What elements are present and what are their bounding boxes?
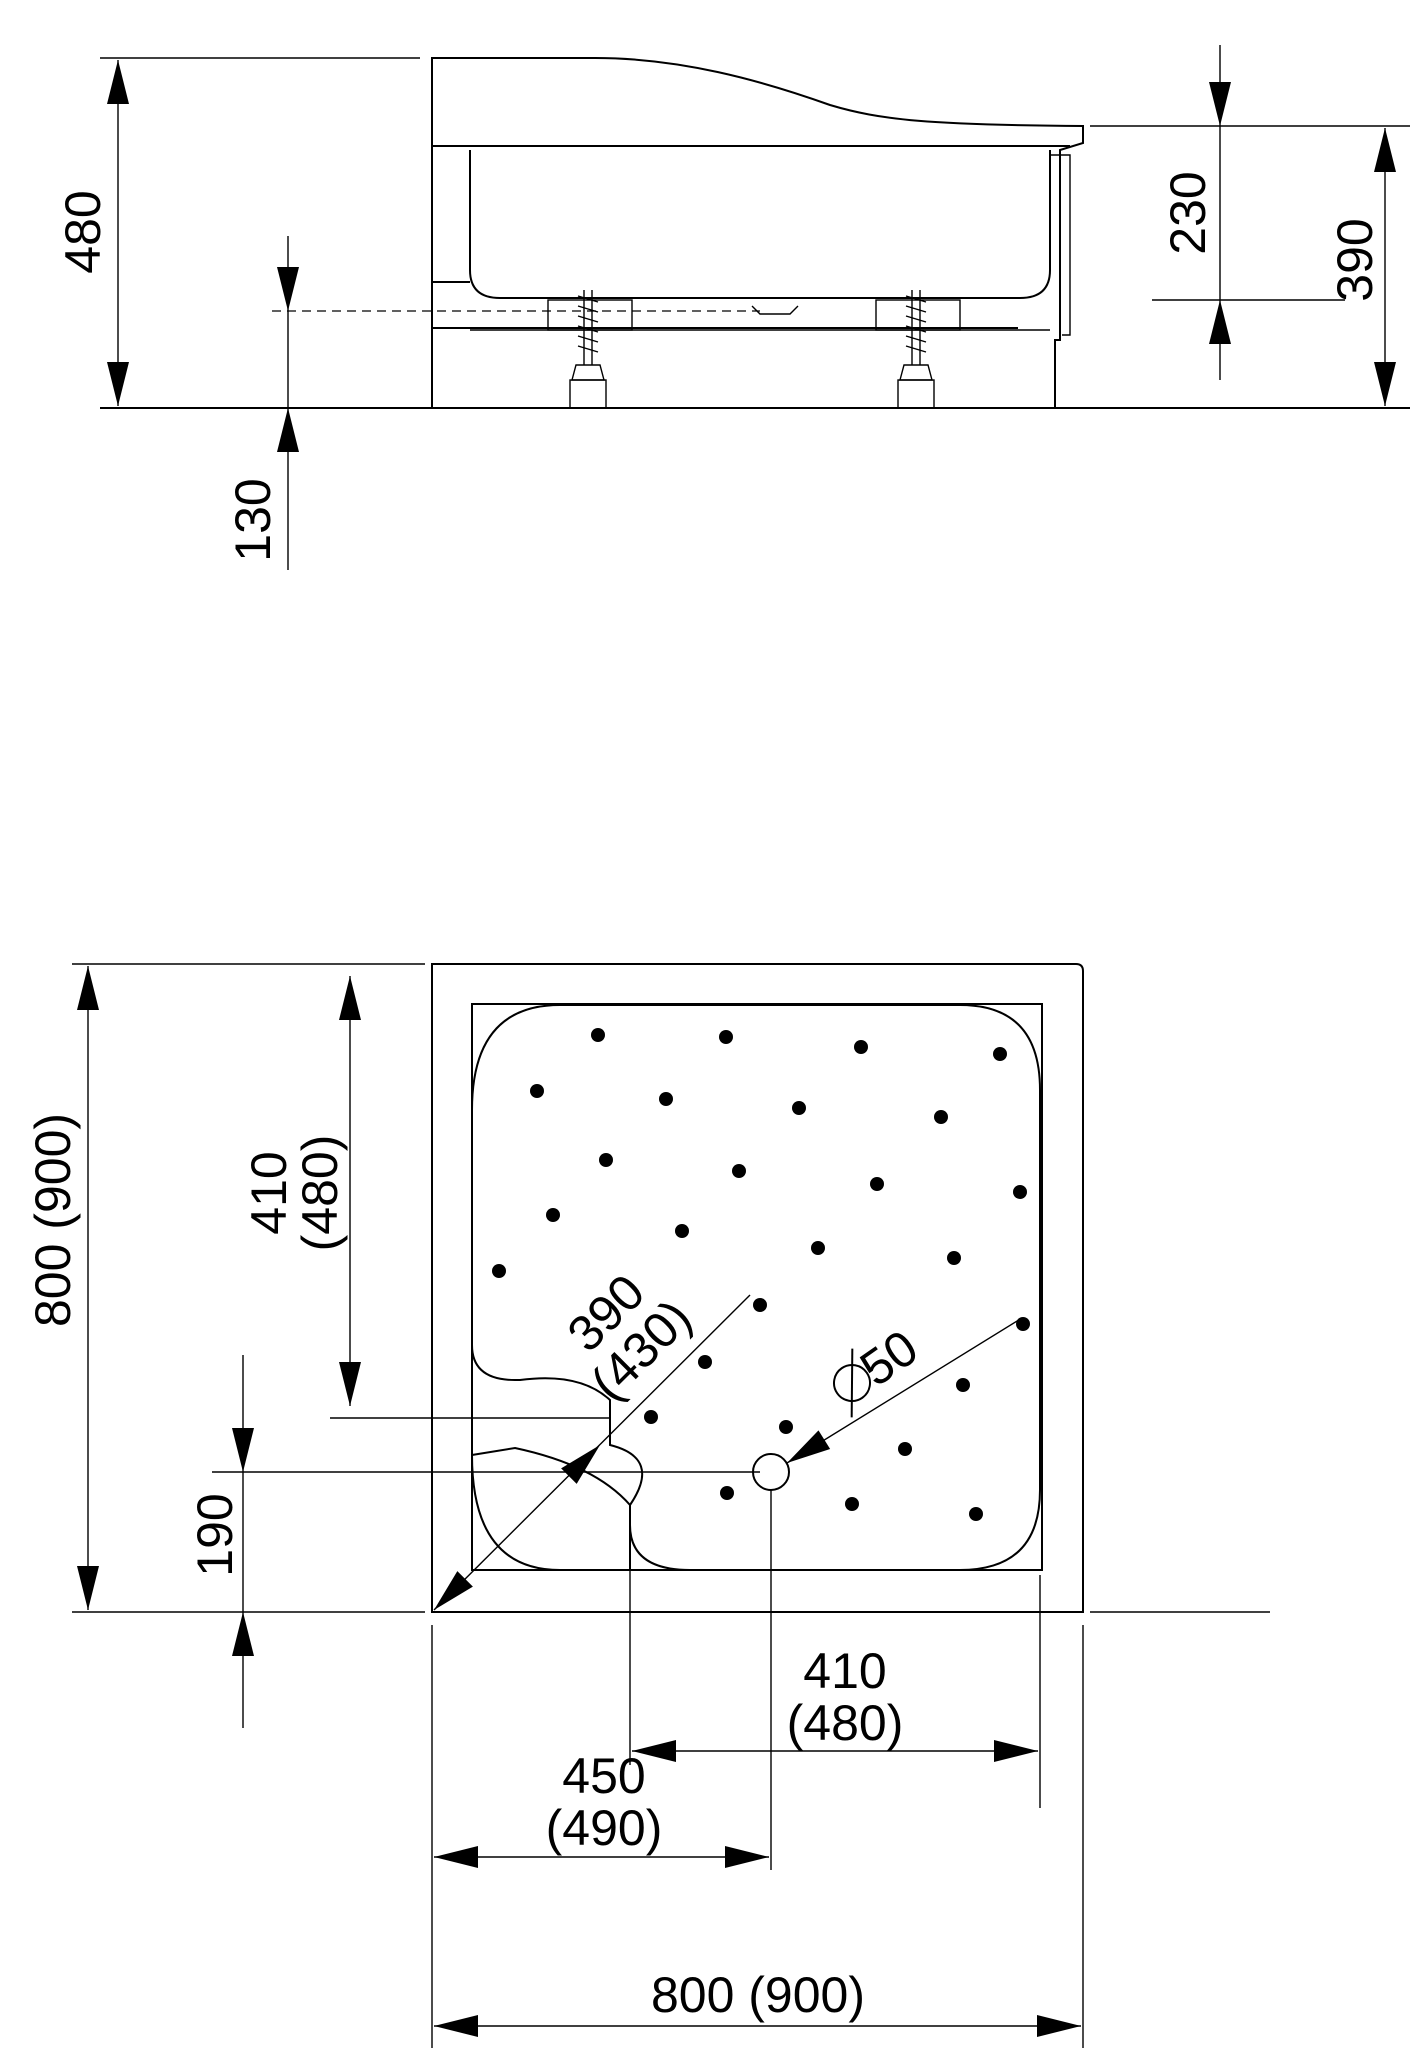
tray-basin xyxy=(471,1004,1041,1571)
dim-horizontal-inner-alt: (480) xyxy=(787,1695,904,1751)
anti-slip-dots xyxy=(492,1028,1030,1521)
dim-leg-height: 130 xyxy=(225,478,281,561)
dim-horizontal-inner: 410 xyxy=(803,1643,886,1699)
top-view: 800 (900) 410 (480) 190 390 (430) 50 410… xyxy=(25,963,1270,2048)
dim-overall-height: 800 (900) xyxy=(25,1113,81,1327)
tub-inner xyxy=(469,150,1051,299)
dim-seat-height: 230 xyxy=(1160,171,1216,254)
leg-left xyxy=(569,290,607,409)
side-outline xyxy=(431,57,1084,409)
dim-total-height: 480 xyxy=(55,190,111,273)
seat-corner xyxy=(470,1446,631,1571)
dim-drain-x: 450 xyxy=(562,1748,645,1804)
dim-drain-x-alt: (490) xyxy=(546,1800,663,1856)
side-view: 480 130 230 390 xyxy=(55,45,1410,570)
tray-outline xyxy=(431,963,1084,1613)
dim-drain-offset: 190 xyxy=(187,1493,243,1576)
dim-vertical-inner-alt: (480) xyxy=(292,1135,348,1252)
tray-rim xyxy=(471,1003,1043,1571)
dim-overall-width: 800 (900) xyxy=(651,1967,865,2023)
dim-drain-diameter: 50 xyxy=(850,1319,928,1397)
diameter-icon xyxy=(833,1348,871,1418)
dim-vertical-inner: 410 xyxy=(241,1151,297,1234)
leg-right xyxy=(897,290,935,409)
dim-tray-height: 390 xyxy=(1327,218,1383,301)
